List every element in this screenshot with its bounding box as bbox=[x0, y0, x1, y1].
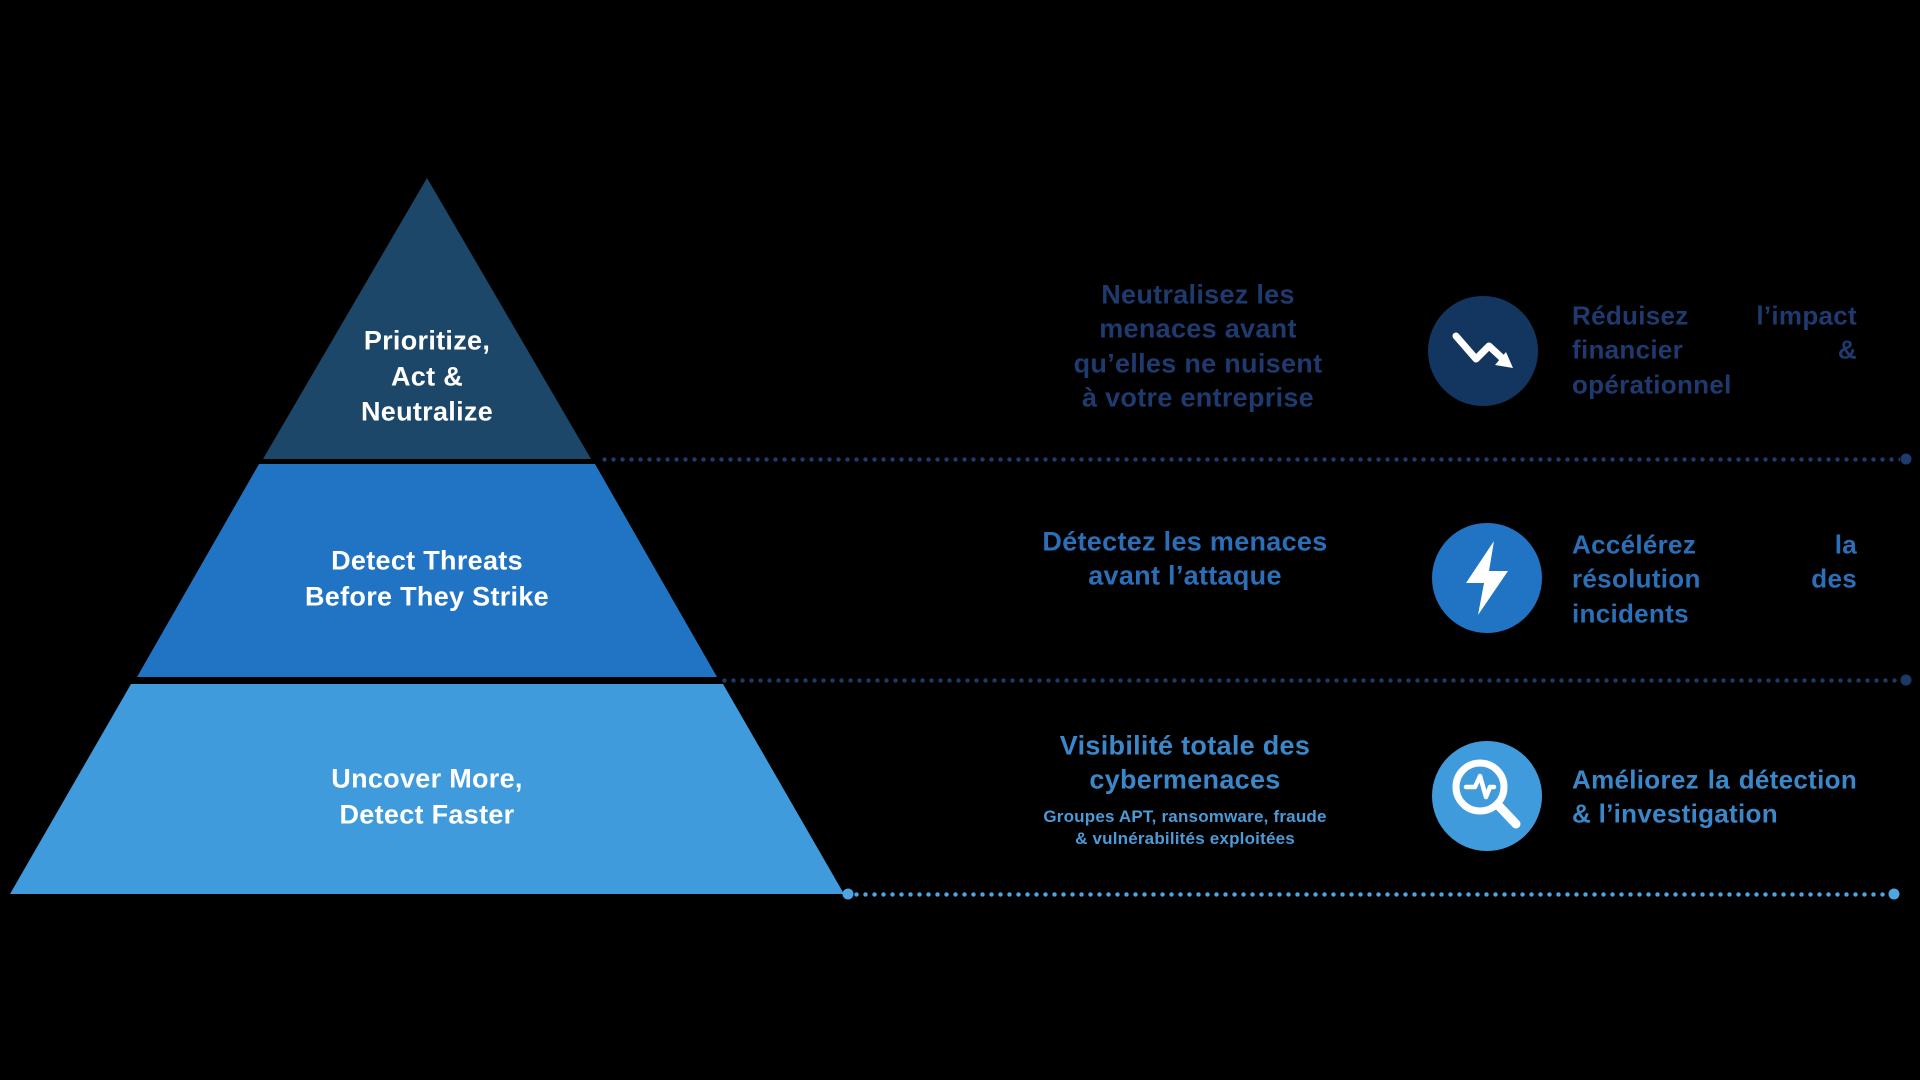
benefit-subtext-3: Groupes APT, ransomware, fraude & vulnér… bbox=[1043, 806, 1327, 848]
pyramid-tier-2-shape bbox=[137, 464, 717, 677]
outcome-text-1: Réduisez l’impact financier & opérationn… bbox=[1572, 300, 1857, 400]
divider-line-1 bbox=[600, 457, 1900, 462]
outcome-text-3: Améliorez la détection & l’investigation bbox=[1572, 764, 1857, 829]
icon-badge-1 bbox=[1428, 296, 1538, 406]
lightning-icon bbox=[1466, 541, 1508, 615]
divider-endpoint-1-right bbox=[1900, 453, 1912, 465]
pyramid-tier-1-shape bbox=[263, 178, 591, 459]
benefit-text-1: Neutralisez les menaces avant qu’elles n… bbox=[1073, 279, 1323, 413]
pyramid-tier-1-label: Prioritize, Act & Neutralize bbox=[360, 325, 494, 427]
divider-endpoint-3-left bbox=[842, 888, 854, 900]
icon-badge-3 bbox=[1432, 741, 1542, 851]
pyramid-tier-3-shape bbox=[10, 684, 844, 894]
icon-badge-2 bbox=[1432, 523, 1542, 633]
benefit-text-2: Détectez les menaces avant l’attaque bbox=[1042, 526, 1328, 591]
benefit-text-3: Visibilité totale des cybermenaces bbox=[1059, 730, 1311, 795]
divider-endpoint-3-right bbox=[1888, 888, 1900, 900]
divider-endpoint-2-right bbox=[1900, 674, 1912, 686]
magnifier-pulse-icon bbox=[1452, 759, 1521, 829]
pyramid-tier-3-label: Uncover More, Detect Faster bbox=[331, 763, 523, 829]
trend-down-icon bbox=[1452, 332, 1513, 368]
divider-line-2 bbox=[720, 678, 1902, 683]
divider-line-3 bbox=[852, 892, 1890, 897]
outcome-text-2: Accélérez la résolution des incidents bbox=[1572, 529, 1857, 629]
pyramid-tier-2-label: Detect Threats Before They Strike bbox=[305, 545, 549, 611]
